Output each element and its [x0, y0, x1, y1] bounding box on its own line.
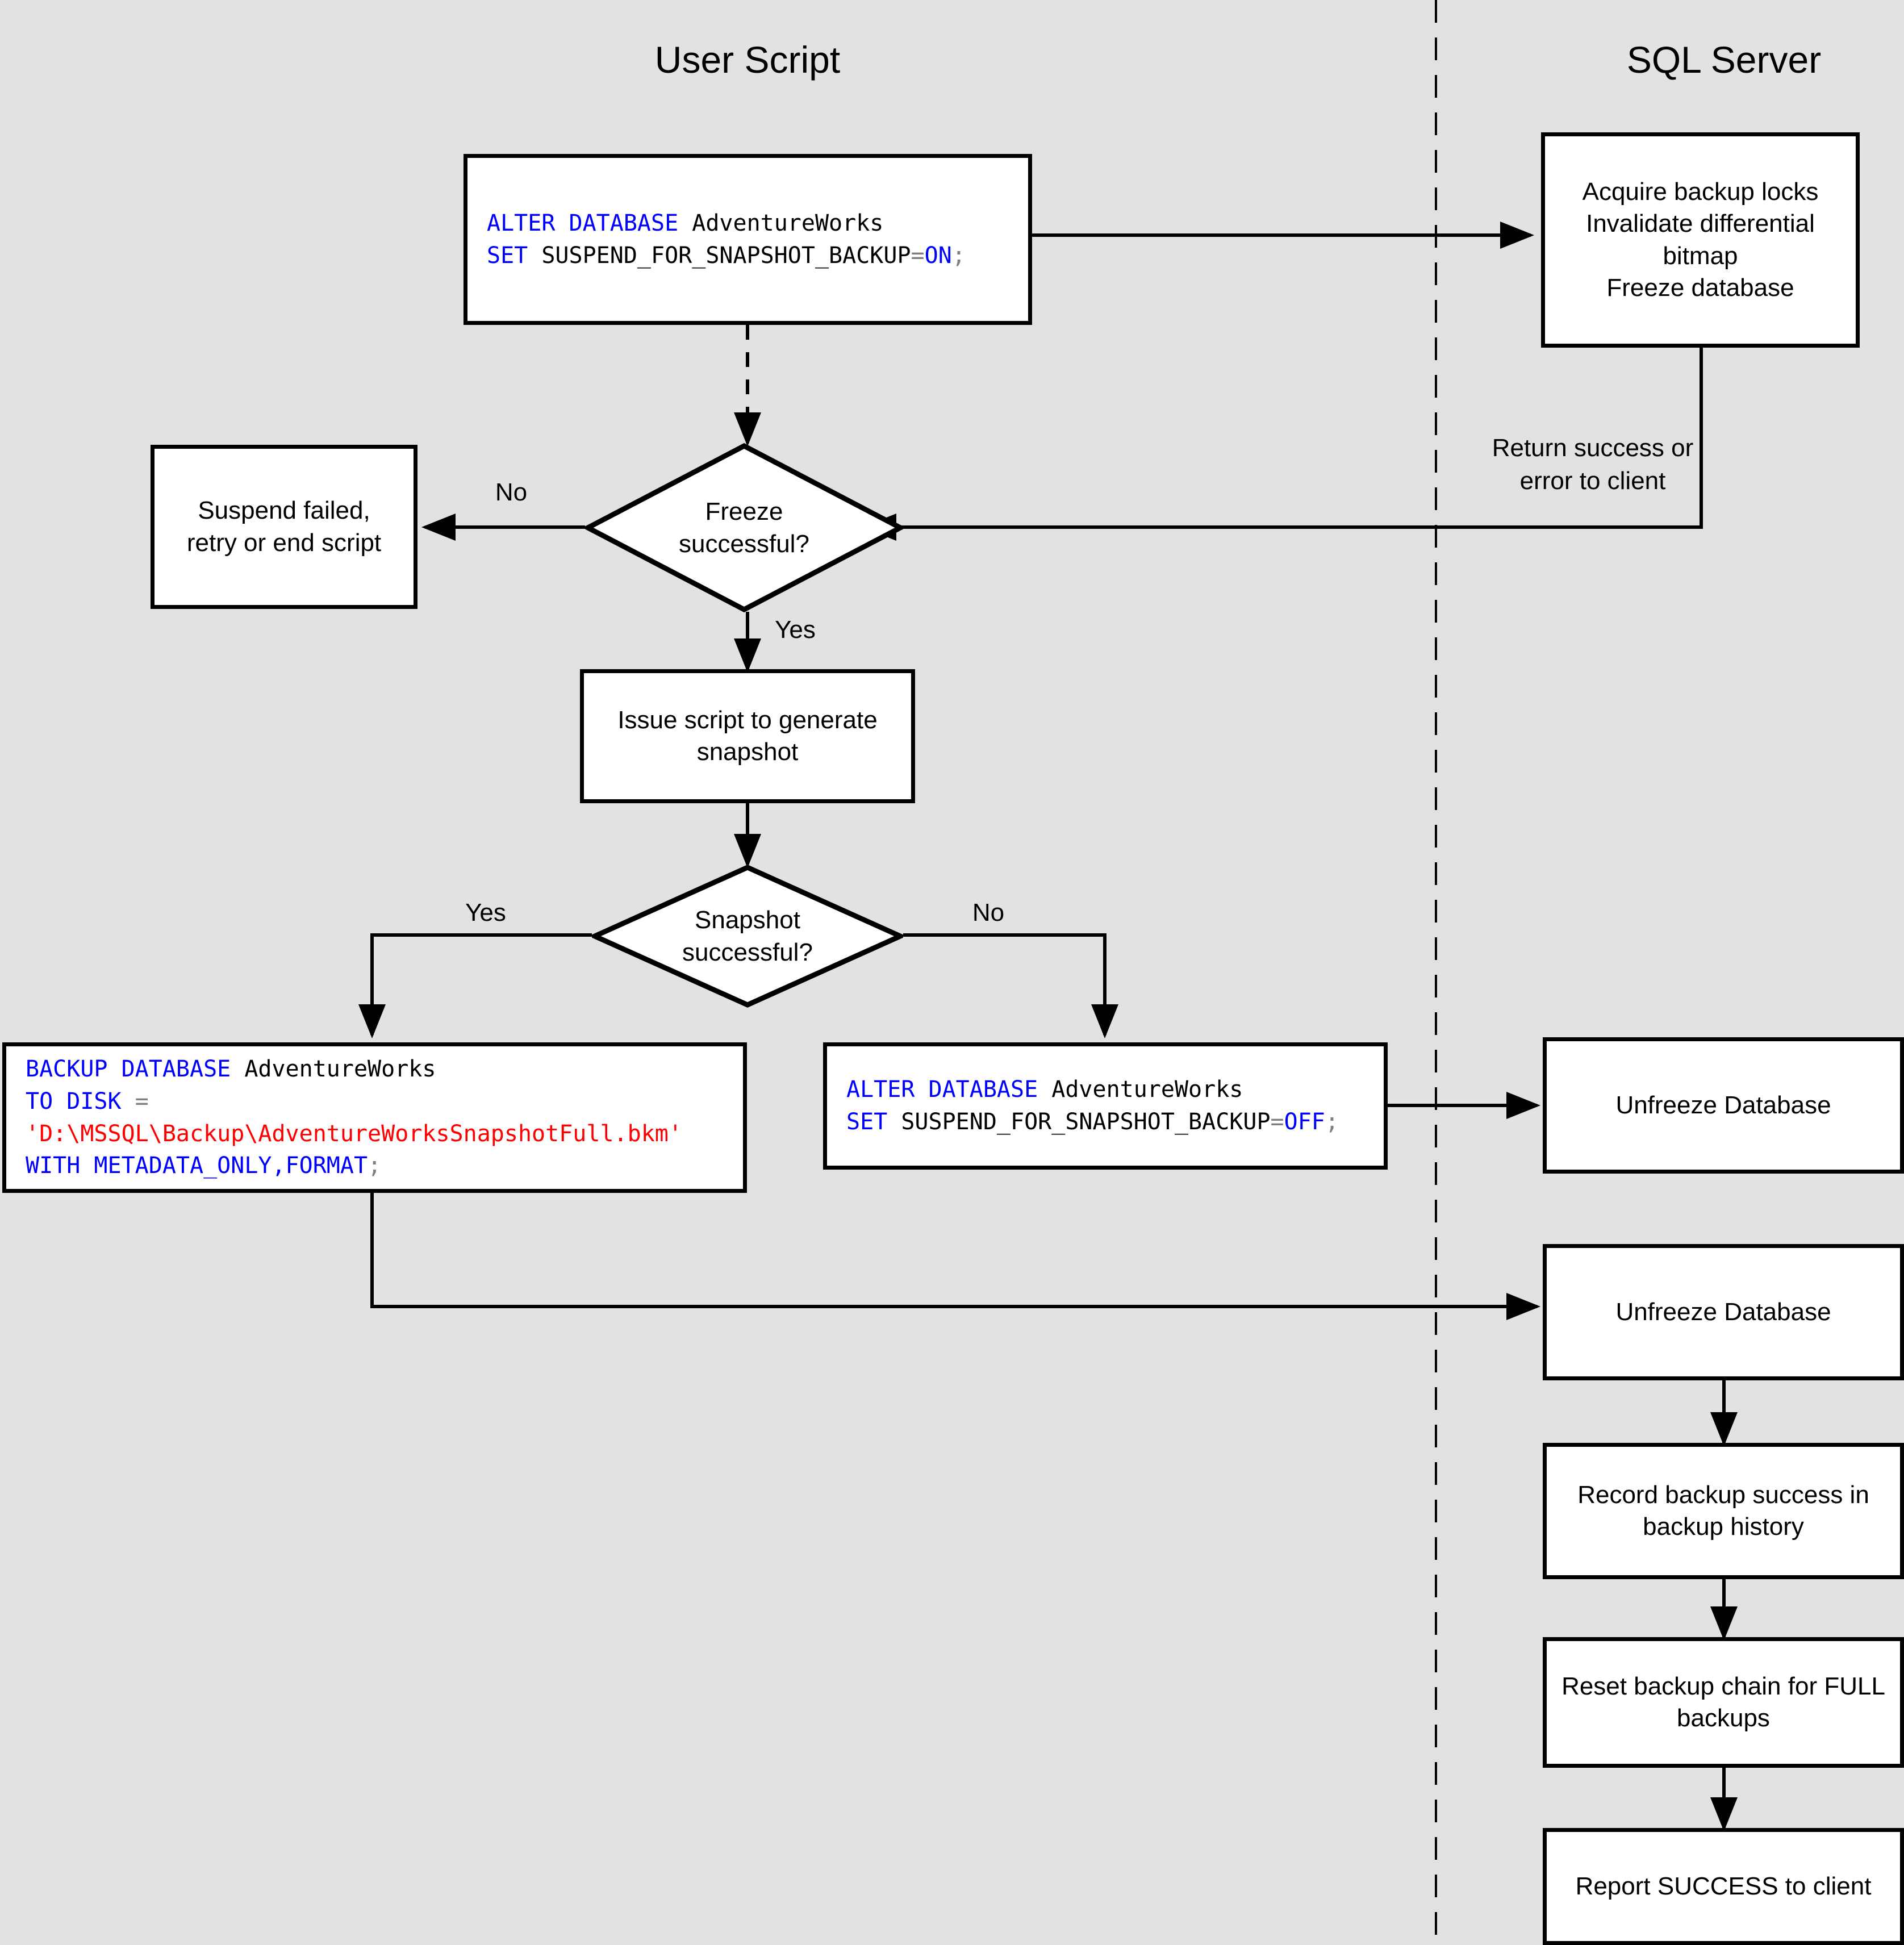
edge-snapshot-yes [358, 933, 592, 1038]
node-reset-backup-chain[interactable]: Reset backup chain for FULL backups [1543, 1637, 1904, 1768]
node-report-success[interactable]: Report SUCCESS to client [1543, 1828, 1904, 1945]
edge-label-freeze-yes: Yes [775, 616, 816, 644]
node-unfreeze-database-1[interactable]: Unfreeze Database [1543, 1037, 1904, 1174]
code-alter-database-off: ALTER DATABASE AdventureWorks SET SUSPEN… [846, 1076, 1339, 1135]
node-freeze-successful[interactable]: Freeze successful? [585, 443, 903, 612]
snapshot-diamond-shape [592, 865, 903, 1008]
node-issue-script[interactable]: Issue script to generate snapshot [580, 669, 915, 803]
node-suspend-failed[interactable]: Suspend failed, retry or end script [151, 445, 417, 609]
node-unfreeze-database-1-label: Unfreeze Database [1615, 1091, 1831, 1119]
node-snapshot-successful-label: Snapshot successful? [682, 905, 813, 966]
node-freeze-successful-label: Freeze successful? [679, 497, 809, 558]
node-acquire-backup-locks[interactable]: Acquire backup locks Invalidate differen… [1541, 132, 1860, 348]
node-backup-database[interactable]: BACKUP DATABASE AdventureWorks TO DISK =… [2, 1042, 747, 1193]
node-report-success-label: Report SUCCESS to client [1575, 1872, 1872, 1900]
node-reset-backup-chain-label: Reset backup chain for FULL backups [1561, 1672, 1885, 1732]
swimlane-title-user-script: User Script [654, 39, 841, 81]
edge-backup-to-unfreeze2 [370, 1193, 1540, 1320]
node-suspend-failed-label: Suspend failed, retry or end script [186, 496, 382, 557]
edge-label-snapshot-yes: Yes [465, 899, 506, 926]
edge-label-snapshot-no: No [972, 899, 1005, 926]
swimlane-title-sql-server: SQL Server [1626, 39, 1822, 81]
node-alter-database-off[interactable]: ALTER DATABASE AdventureWorks SET SUSPEN… [823, 1042, 1388, 1170]
edge-label-return-to-client: Return success or error to client [1492, 434, 1694, 495]
node-unfreeze-database-2-label: Unfreeze Database [1615, 1297, 1831, 1326]
edge-label-freeze-no: No [495, 478, 528, 506]
node-unfreeze-database-2[interactable]: Unfreeze Database [1543, 1244, 1904, 1380]
node-snapshot-successful[interactable]: Snapshot successful? [592, 865, 903, 1008]
edge-snapshot-no [903, 933, 1118, 1038]
node-alter-database-on[interactable]: ALTER DATABASE AdventureWorks SET SUSPEN… [464, 154, 1032, 325]
node-acquire-backup-locks-label: Acquire backup locks Invalidate differen… [1582, 177, 1819, 302]
code-alter-database-on: ALTER DATABASE AdventureWorks SET SUSPEN… [487, 210, 966, 269]
freeze-diamond-shape [585, 443, 903, 612]
code-backup-database: BACKUP DATABASE AdventureWorks TO DISK =… [26, 1055, 682, 1179]
node-record-backup-success[interactable]: Record backup success in backup history [1543, 1443, 1904, 1579]
node-record-backup-success-label: Record backup success in backup history [1577, 1480, 1869, 1541]
node-issue-script-label: Issue script to generate snapshot [617, 706, 878, 766]
